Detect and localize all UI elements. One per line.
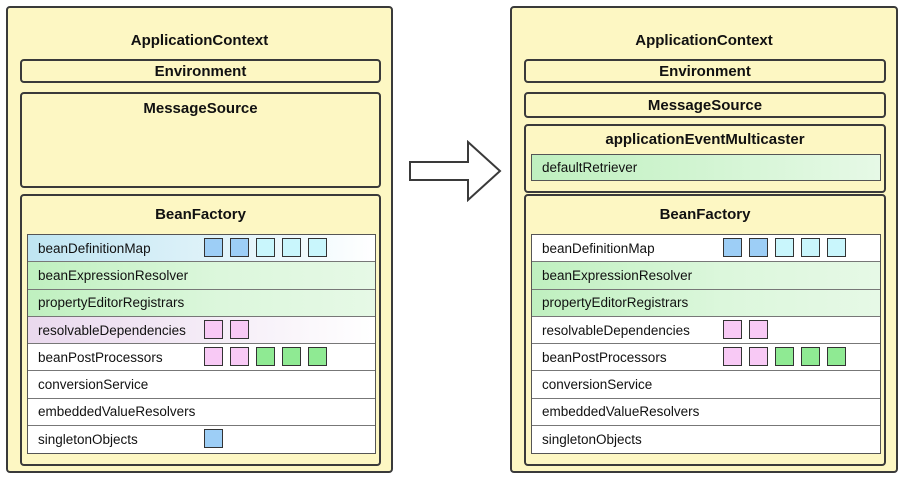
bean-factory-row-label: beanDefinitionMap	[38, 240, 151, 256]
bean-factory-row: conversionService	[28, 371, 375, 399]
left-context-title: ApplicationContext	[130, 32, 269, 49]
bean-chip-green	[827, 347, 846, 367]
bean-factory-row-label: singletonObjects	[38, 432, 138, 448]
right-message-source-label: MessageSource	[647, 97, 763, 114]
bean-chip-pink	[204, 319, 223, 339]
bean-factory-row-label: beanDefinitionMap	[542, 240, 655, 256]
right-message-source-box: MessageSource	[524, 92, 886, 118]
bean-chips	[723, 238, 846, 257]
bean-chip-cyan	[775, 238, 794, 257]
bean-factory-row: beanDefinitionMap	[28, 235, 375, 263]
bean-factory-row: propertyEditorRegistrars	[28, 289, 375, 317]
bean-factory-row-label: beanPostProcessors	[542, 349, 667, 365]
default-retriever-field: defaultRetriever	[531, 154, 881, 181]
bean-factory-row-label: resolvableDependencies	[38, 322, 186, 338]
bean-chip-blue	[723, 238, 742, 257]
bean-factory-row: beanExpressionResolver	[28, 262, 375, 290]
bean-chip-pink	[749, 347, 768, 367]
bean-factory-row: beanPostProcessors	[28, 344, 375, 372]
right-environment-label: Environment	[659, 63, 751, 80]
right-bean-factory-box: BeanFactory beanDefinitionMap beanExpress…	[524, 194, 886, 466]
bean-chips	[723, 319, 768, 339]
bean-chip-cyan	[282, 238, 301, 257]
bean-factory-row-label: beanExpressionResolver	[542, 267, 693, 283]
bean-chip-blue	[204, 238, 223, 257]
bean-factory-row: resolvableDependencies	[28, 316, 375, 345]
bean-factory-row-label: propertyEditorRegistrars	[542, 295, 689, 311]
bean-factory-row: propertyEditorRegistrars	[532, 289, 880, 317]
bean-factory-row-label: conversionService	[38, 377, 149, 393]
bean-chips	[204, 429, 223, 449]
bean-factory-row: embeddedValueResolvers	[532, 398, 880, 427]
left-bean-factory-label: BeanFactory	[155, 206, 246, 223]
bean-factory-row: beanDefinitionMap	[532, 235, 880, 263]
right-bean-factory-rows: beanDefinitionMap beanExpressionResolver p…	[531, 234, 881, 454]
bean-chip-cyan	[801, 238, 820, 257]
bean-factory-row: resolvableDependencies	[532, 316, 880, 345]
right-application-context: ApplicationContext Environment MessageSo…	[510, 6, 898, 473]
bean-factory-row-label: singletonObjects	[542, 432, 642, 448]
bean-factory-row: beanPostProcessors	[532, 344, 880, 372]
bean-chip-blue	[204, 429, 223, 449]
bean-chips	[723, 347, 846, 367]
left-bean-factory-box: BeanFactory beanDefinitionMap beanExpress…	[20, 194, 381, 466]
bean-chip-cyan	[256, 238, 275, 257]
bean-factory-row: conversionService	[532, 371, 880, 399]
bean-factory-row-label: beanExpressionResolver	[38, 267, 189, 283]
left-message-source-box: MessageSource	[20, 92, 381, 188]
bean-chip-pink	[230, 347, 249, 367]
bean-chip-cyan	[827, 238, 846, 257]
left-environment-label: Environment	[154, 63, 247, 80]
bean-chip-green	[775, 347, 794, 367]
bean-factory-row-label: embeddedValueResolvers	[38, 404, 196, 420]
right-multicaster-box: applicationEventMulticaster defaultRetri…	[524, 124, 886, 193]
left-bean-factory-rows: beanDefinitionMap beanExpressionResolver p…	[27, 234, 376, 454]
right-multicaster-label: applicationEventMulticaster	[605, 131, 805, 148]
bean-factory-row: embeddedValueResolvers	[28, 398, 375, 427]
bean-chip-blue	[749, 238, 768, 257]
bean-factory-row-label: conversionService	[542, 377, 653, 393]
right-context-title: ApplicationContext	[635, 32, 773, 49]
bean-chip-green	[256, 347, 275, 367]
bean-chip-pink	[230, 319, 249, 339]
bean-chip-green	[308, 347, 327, 367]
bean-chips	[204, 347, 327, 367]
bean-chip-pink	[723, 319, 742, 339]
right-bean-factory-label: BeanFactory	[659, 206, 751, 223]
bean-factory-row-label: embeddedValueResolvers	[542, 404, 700, 420]
bean-chips	[204, 238, 327, 257]
bean-factory-row-label: propertyEditorRegistrars	[38, 295, 185, 311]
bean-factory-row: beanExpressionResolver	[532, 262, 880, 290]
bean-factory-row: singletonObjects	[28, 426, 375, 454]
bean-chip-pink	[749, 319, 768, 339]
left-message-source-label: MessageSource	[143, 100, 258, 117]
left-environment-box: Environment	[20, 59, 381, 83]
bean-chip-pink	[723, 347, 742, 367]
right-environment-box: Environment	[524, 59, 886, 83]
right-arrow-icon	[409, 140, 502, 202]
bean-factory-row-label: resolvableDependencies	[542, 322, 690, 338]
bean-factory-row: singletonObjects	[532, 426, 880, 454]
bean-chip-blue	[230, 238, 249, 257]
bean-chip-pink	[204, 347, 223, 367]
bean-factory-row-label: beanPostProcessors	[38, 349, 163, 365]
bean-chip-cyan	[308, 238, 327, 257]
left-application-context: ApplicationContext Environment MessageSo…	[6, 6, 393, 473]
bean-chip-green	[801, 347, 820, 367]
bean-chips	[204, 319, 249, 339]
bean-chip-green	[282, 347, 301, 367]
